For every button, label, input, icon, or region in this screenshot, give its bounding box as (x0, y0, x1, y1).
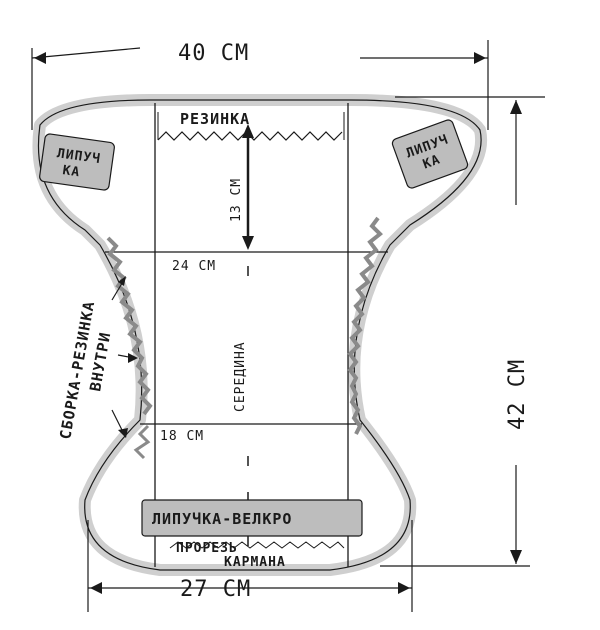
dim-40-line-left (31, 47, 141, 59)
label-middle: СЕРЕДИНА (233, 341, 248, 412)
velcro-bottom-patch (141, 499, 363, 537)
label-42cm: 42 СМ (505, 359, 530, 430)
dim-40-head-right (474, 52, 486, 64)
dim-42-head-top (510, 100, 522, 114)
label-40cm: 40 СМ (178, 41, 249, 66)
velcro-right-patch (391, 119, 469, 189)
label-velcro-left-1: ЛИПУЧ (56, 146, 102, 167)
label-pocket-2: КАРМАНА (224, 555, 286, 570)
label-velcro-left-2: КА (62, 163, 82, 180)
label-velcro-bottom: ЛИПУЧКА-ВЕЛКРО (152, 510, 292, 528)
label-13cm: 13 СМ (229, 178, 244, 222)
dim-42-head-bottom (510, 550, 522, 564)
dim-27-head-right (398, 582, 410, 594)
gather-right-zigzag (347, 216, 383, 435)
label-24cm: 24 СМ (172, 259, 216, 274)
gather-arrow-1-head (118, 276, 126, 286)
dim-27-head-left (90, 582, 102, 594)
gather-arrow-2-head (128, 353, 138, 363)
label-velcro-right-2: КА (421, 152, 443, 172)
gather-left-zigzag (106, 236, 153, 416)
gather-left-lower-zigzag (133, 424, 151, 460)
gather-arrow-3-head (118, 428, 128, 438)
arrow-13cm-head-bottom (242, 236, 254, 250)
dim-40-head-left (34, 52, 46, 64)
label-18cm: 18 СМ (160, 429, 204, 444)
pocket-slit-zigzag (169, 541, 345, 549)
label-27cm: 27 СМ (180, 577, 251, 602)
velcro-left-patch (39, 133, 115, 191)
arrow-13cm-head-top (242, 124, 254, 138)
label-elastic: РЕЗИНКА (180, 110, 250, 128)
label-pocket-1: ПРОРЕЗЬ (176, 541, 238, 556)
